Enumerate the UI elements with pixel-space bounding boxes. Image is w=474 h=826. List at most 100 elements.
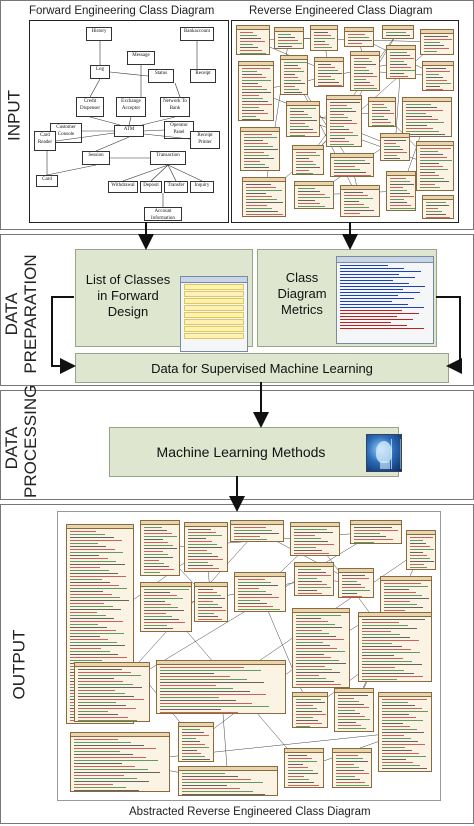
reverse-input-class-box bbox=[326, 95, 362, 147]
output-class-box bbox=[294, 562, 334, 596]
reverse-input-class-box bbox=[238, 61, 274, 121]
uml-class-status: Status bbox=[148, 69, 174, 83]
uml-class-inquiry: Inquiry bbox=[190, 181, 214, 193]
uml-class-transfer: Transfer bbox=[164, 181, 188, 193]
reverse-diagram-caption: Reverse Engineered Class Diagram bbox=[249, 5, 433, 17]
forward-class-diagram: History Bankaccount Message Log Status R… bbox=[29, 20, 229, 223]
abstracted-diagram-caption: Abstracted Reverse Engineered Class Diag… bbox=[129, 806, 371, 818]
output-class-box bbox=[178, 766, 278, 796]
reverse-input-class-box bbox=[286, 101, 320, 137]
uml-class-history: History bbox=[86, 27, 112, 41]
reverse-input-class-box bbox=[386, 45, 416, 79]
class-list-window bbox=[180, 276, 248, 352]
reverse-input-class-box bbox=[236, 25, 270, 55]
output-class-box bbox=[230, 520, 284, 542]
metrics-table-row bbox=[340, 316, 397, 317]
output-class-box bbox=[234, 572, 286, 612]
metrics-table-row bbox=[340, 322, 391, 323]
metrics-table-row bbox=[340, 292, 420, 293]
uml-class-receipt-printer: Receipt Printer bbox=[190, 131, 220, 149]
output-class-box bbox=[358, 612, 432, 682]
uml-class-account-information: Account Information bbox=[144, 207, 182, 221]
class-list-row bbox=[184, 298, 244, 304]
output-class-box bbox=[70, 732, 170, 792]
output-class-box bbox=[284, 748, 324, 788]
output-class-box bbox=[290, 522, 340, 556]
output-class-box bbox=[74, 662, 150, 722]
machine-learning-methods-label: Machine Learning Methods bbox=[156, 444, 326, 460]
reverse-input-class-box bbox=[368, 97, 396, 127]
uml-class-credit-dispenser: Credit Dispenser bbox=[76, 97, 104, 117]
reverse-input-class-box bbox=[402, 97, 452, 137]
metrics-table-row bbox=[340, 313, 419, 314]
class-list-row bbox=[184, 333, 244, 339]
metrics-table-row bbox=[340, 310, 403, 311]
metrics-table-row bbox=[340, 286, 426, 287]
uml-class-card-reader: Card Reader bbox=[34, 131, 56, 151]
reverse-input-class-box bbox=[240, 127, 280, 171]
abstracted-class-diagram bbox=[57, 511, 441, 801]
output-class-box bbox=[334, 688, 374, 732]
reverse-class-diagram bbox=[231, 20, 459, 223]
metrics-table-row bbox=[340, 325, 408, 326]
uml-class-transaction: Transaction bbox=[150, 151, 186, 165]
machine-learning-methods-panel: Machine Learning Methods bbox=[109, 427, 402, 477]
metrics-table-row bbox=[340, 283, 410, 284]
metrics-table-row bbox=[340, 268, 405, 269]
uml-class-log: Log bbox=[90, 65, 110, 79]
uml-class-exchange-acceptor: Exchange Acceptor bbox=[116, 97, 146, 117]
forward-diagram-caption: Forward Engineering Class Diagram bbox=[29, 5, 215, 17]
reverse-input-class-box bbox=[350, 51, 380, 91]
reverse-input-class-box bbox=[416, 141, 454, 191]
reverse-input-class-box bbox=[310, 25, 338, 51]
brain-head-icon bbox=[366, 434, 402, 472]
output-class-box bbox=[292, 608, 350, 688]
metrics-table-row bbox=[340, 265, 388, 266]
reverse-input-class-box bbox=[274, 27, 304, 49]
reverse-input-class-box bbox=[314, 57, 344, 87]
uml-class-card: Card bbox=[36, 175, 58, 187]
class-list-row bbox=[184, 305, 244, 311]
metrics-table-row bbox=[340, 298, 414, 299]
metrics-table-row bbox=[340, 280, 393, 281]
reverse-input-class-box bbox=[280, 55, 308, 95]
class-list-row bbox=[184, 319, 244, 325]
metrics-table-row bbox=[340, 274, 399, 275]
uml-class-bankaccount: Bankaccount bbox=[180, 27, 214, 41]
data-preparation-stage: DATA PREPARATION List of Classes in Forw… bbox=[0, 234, 474, 386]
output-class-box bbox=[194, 582, 228, 622]
reverse-input-class-box bbox=[330, 153, 374, 177]
reverse-input-class-box bbox=[340, 185, 380, 217]
class-list-row bbox=[184, 291, 244, 297]
output-stage-label: OUTPUT bbox=[9, 629, 29, 700]
output-class-box bbox=[184, 522, 228, 572]
metrics-table-window bbox=[336, 256, 434, 344]
class-list-row bbox=[184, 326, 244, 332]
reverse-input-class-box bbox=[422, 195, 454, 219]
supervised-learning-data-label: Data for Supervised Machine Learning bbox=[151, 361, 373, 376]
input-stage: INPUT Forward Engineering Class Diagram … bbox=[0, 0, 474, 230]
data-processing-stage-label: DATA PROCESSING bbox=[2, 384, 40, 498]
uml-class-network-to-bank: Network To Bank bbox=[160, 97, 190, 117]
supervised-learning-data-panel: Data for Supervised Machine Learning bbox=[75, 353, 449, 383]
uml-class-session: Session bbox=[82, 151, 110, 165]
reverse-input-class-box bbox=[386, 171, 416, 211]
output-class-box bbox=[378, 692, 432, 772]
metrics-table-row bbox=[340, 289, 404, 290]
output-class-box bbox=[156, 660, 286, 714]
output-class-box bbox=[140, 520, 180, 576]
class-diagram-metrics-label: Class Diagram Metrics bbox=[277, 270, 327, 317]
output-class-box bbox=[350, 520, 402, 544]
uml-class-atm: ATM bbox=[114, 125, 144, 137]
output-class-box bbox=[338, 568, 374, 598]
class-diagram-metrics-panel: Class Diagram Metrics bbox=[257, 249, 437, 347]
uml-class-deposit: Deposit bbox=[140, 181, 162, 193]
metrics-table-row bbox=[340, 304, 409, 305]
reverse-input-class-box bbox=[380, 133, 410, 161]
output-class-box bbox=[178, 722, 214, 762]
output-class-box bbox=[292, 692, 328, 728]
list-of-classes-panel: List of Classes in Forward Design bbox=[75, 249, 253, 352]
reverse-input-class-box bbox=[382, 25, 414, 39]
metrics-table-row bbox=[340, 271, 421, 272]
output-stage: OUTPUT Abstracted Reverse Engineered Cla… bbox=[0, 504, 474, 824]
